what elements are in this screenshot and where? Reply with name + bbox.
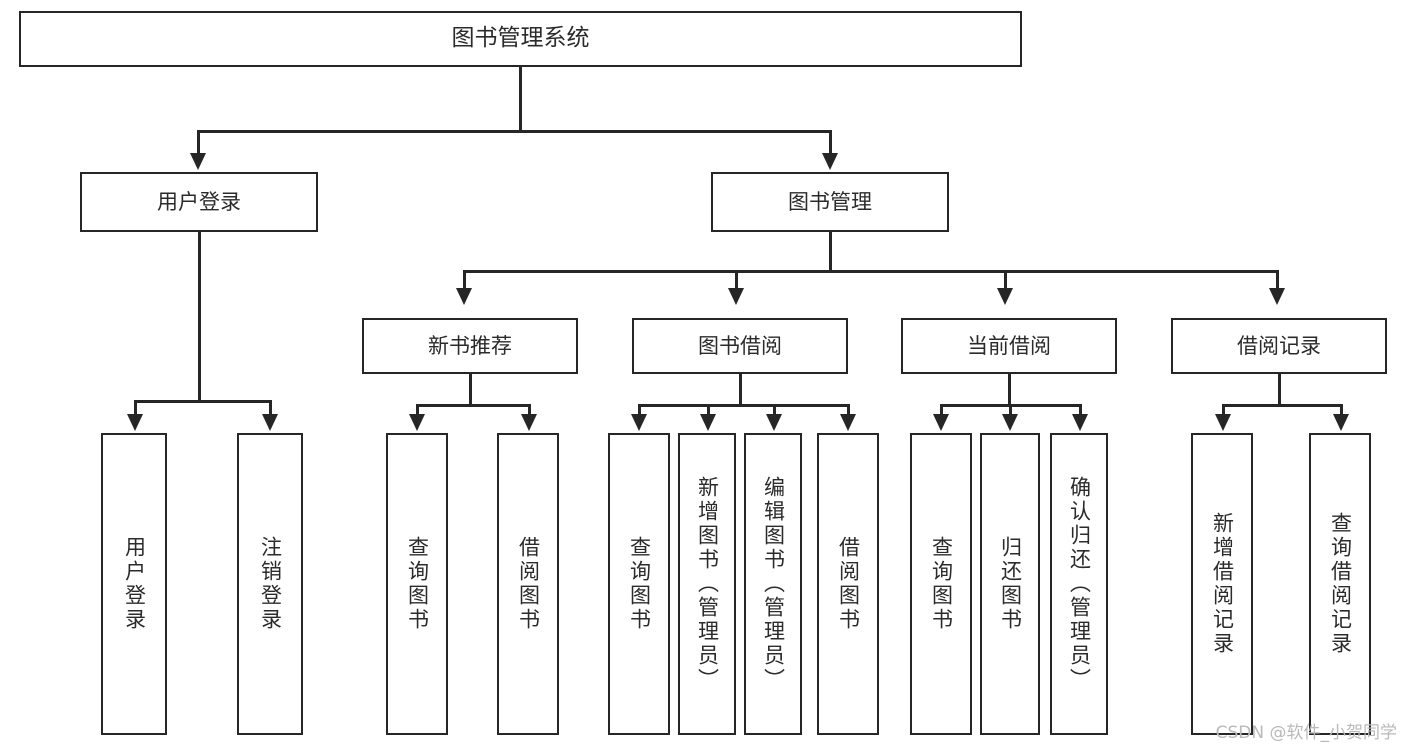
arrowhead-leaf-return-book [1002, 414, 1018, 431]
connector-user-login-drop-1 [134, 400, 137, 418]
arrowhead-leaf-borrow-book-1 [521, 414, 537, 431]
connector-bb-drop-2 [707, 404, 710, 418]
connector-bm-drop-1 [463, 270, 466, 292]
leaf-add-record-label: 新增借阅记录 [1210, 512, 1235, 656]
connector-cb-drop-3 [1079, 404, 1082, 418]
connector-book-management-bus [463, 270, 1278, 273]
leaf-logout[interactable]: 注销登录 [237, 433, 303, 735]
leaf-return-book[interactable]: 归还图书 [980, 433, 1040, 735]
connector-bb-drop-4 [847, 404, 850, 418]
leaf-query-book-1-label: 查询图书 [405, 536, 430, 632]
leaf-query-book-2-label: 查询图书 [627, 536, 652, 632]
connector-bm-drop-4 [1276, 270, 1279, 292]
arrowhead-leaf-confirm-return [1072, 414, 1088, 431]
arrowhead-leaf-query-book-1 [409, 414, 425, 431]
leaf-add-book-label: 新增图书（管理员） [695, 476, 720, 692]
connector-bb-drop-3 [773, 404, 776, 418]
node-user-login-label: 用户登录 [157, 189, 241, 214]
leaf-query-record-label: 查询借阅记录 [1328, 512, 1353, 656]
node-borrow-record[interactable]: 借阅记录 [1171, 318, 1387, 374]
connector-root-bus [197, 130, 831, 133]
connector-bb-stem [739, 374, 742, 406]
leaf-add-record[interactable]: 新增借阅记录 [1191, 433, 1253, 735]
arrowhead-leaf-query-book-2 [631, 414, 647, 431]
node-book-borrow-label: 图书借阅 [698, 333, 782, 358]
leaf-confirm-return-label: 确认归还（管理员） [1067, 476, 1092, 692]
arrowhead-leaf-borrow-book-2 [840, 414, 856, 431]
node-new-book-recommend[interactable]: 新书推荐 [362, 318, 578, 374]
node-book-borrow[interactable]: 图书借阅 [632, 318, 848, 374]
arrowhead-leaf-query-record [1333, 414, 1349, 431]
arrowhead-leaf-user-login [127, 414, 143, 431]
node-book-management[interactable]: 图书管理 [711, 172, 949, 232]
connector-br-drop-1 [1222, 404, 1225, 418]
leaf-query-book-3[interactable]: 查询图书 [910, 433, 972, 735]
leaf-borrow-book-1-label: 借阅图书 [516, 536, 541, 632]
arrowhead-leaf-logout [262, 414, 278, 431]
leaf-edit-book[interactable]: 编辑图书（管理员） [744, 433, 802, 735]
connector-br-stem [1278, 374, 1281, 406]
csdn-watermark: CSDN @软件_小贺同学 [1215, 723, 1397, 743]
connector-nbr-drop-2 [528, 404, 531, 418]
arrowhead-leaf-add-record [1215, 414, 1231, 431]
leaf-return-book-label: 归还图书 [998, 536, 1023, 632]
node-borrow-record-label: 借阅记录 [1237, 333, 1321, 358]
connector-root-drop-2 [829, 130, 832, 155]
connector-cb-drop-1 [940, 404, 943, 418]
leaf-query-book-3-label: 查询图书 [929, 536, 954, 632]
node-new-book-recommend-label: 新书推荐 [428, 333, 512, 358]
arrowhead-book-borrow [728, 288, 744, 305]
leaf-confirm-return[interactable]: 确认归还（管理员） [1050, 433, 1108, 735]
node-current-borrow-label: 当前借阅 [967, 333, 1051, 358]
connector-root-stem [519, 67, 522, 130]
connector-cb-stem [1008, 374, 1011, 406]
leaf-user-login[interactable]: 用户登录 [101, 433, 167, 735]
connector-br-drop-2 [1340, 404, 1343, 418]
leaf-logout-label: 注销登录 [258, 536, 283, 632]
leaf-edit-book-label: 编辑图书（管理员） [761, 476, 786, 692]
leaf-borrow-book-2-label: 借阅图书 [836, 536, 861, 632]
connector-bm-drop-2 [735, 270, 738, 292]
arrowhead-borrow-record [1269, 288, 1285, 305]
connector-bb-drop-1 [638, 404, 641, 418]
connector-user-login-bus [134, 400, 271, 403]
arrowhead-new-book-recommend [456, 288, 472, 305]
arrowhead-leaf-add-book [700, 414, 716, 431]
node-book-management-label: 图书管理 [788, 189, 872, 214]
leaf-query-book-1[interactable]: 查询图书 [386, 433, 448, 735]
leaf-add-book[interactable]: 新增图书（管理员） [678, 433, 736, 735]
arrowhead-user-login [190, 153, 206, 170]
arrowhead-book-management [822, 153, 838, 170]
arrowhead-leaf-edit-book [766, 414, 782, 431]
leaf-borrow-book-2[interactable]: 借阅图书 [817, 433, 879, 735]
connector-nbr-stem [469, 374, 472, 406]
connector-bm-drop-3 [1004, 270, 1007, 292]
connector-bb-bus [638, 404, 849, 407]
connector-nbr-bus [416, 404, 530, 407]
leaf-user-login-label: 用户登录 [122, 536, 147, 632]
leaf-query-record[interactable]: 查询借阅记录 [1309, 433, 1371, 735]
connector-user-login-drop-2 [269, 400, 272, 418]
connector-book-management-stem [829, 232, 832, 272]
node-user-login[interactable]: 用户登录 [80, 172, 318, 232]
arrowhead-leaf-query-book-3 [933, 414, 949, 431]
connector-root-drop-1 [197, 130, 200, 155]
connector-user-login-stem [198, 232, 201, 402]
node-root-label: 图书管理系统 [451, 25, 590, 52]
connector-cb-drop-2 [1009, 404, 1012, 418]
connector-nbr-drop-1 [416, 404, 419, 418]
node-current-borrow[interactable]: 当前借阅 [901, 318, 1117, 374]
leaf-query-book-2[interactable]: 查询图书 [608, 433, 670, 735]
node-root[interactable]: 图书管理系统 [19, 11, 1022, 67]
connector-br-bus [1222, 404, 1342, 407]
arrowhead-current-borrow [997, 288, 1013, 305]
leaf-borrow-book-1[interactable]: 借阅图书 [497, 433, 559, 735]
